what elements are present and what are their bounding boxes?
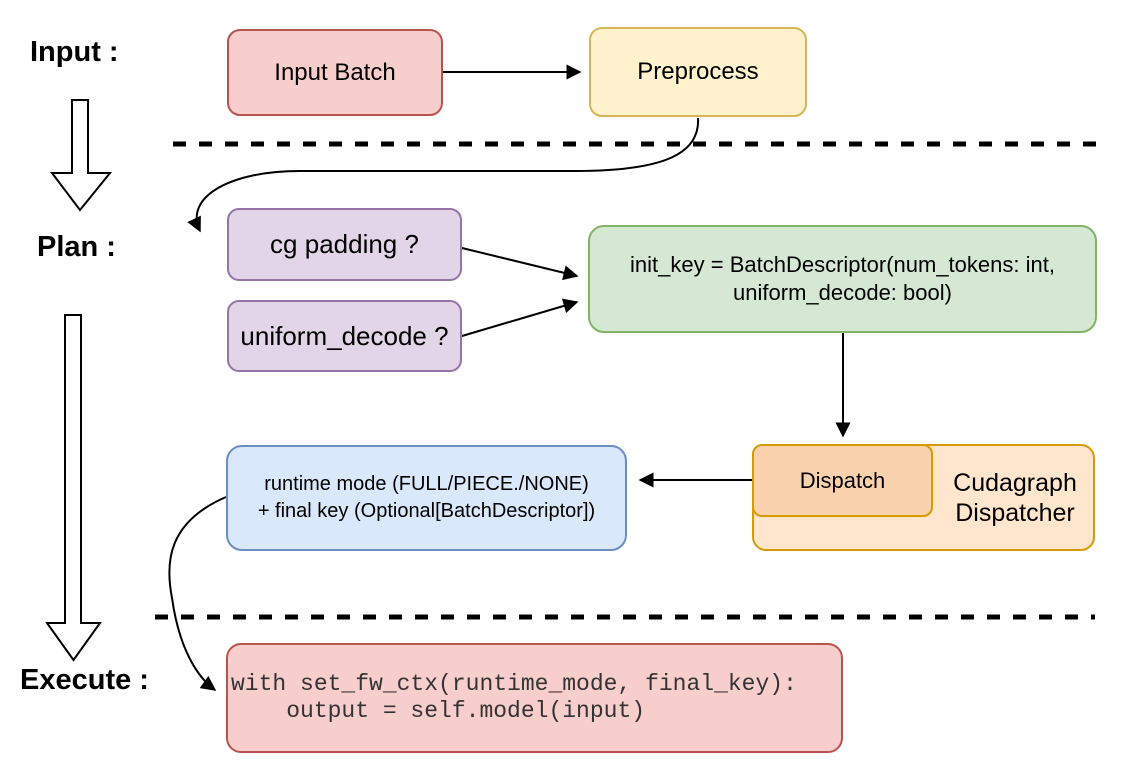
node-preprocess-label: Preprocess bbox=[637, 58, 759, 85]
node-input-batch: Input Batch bbox=[227, 29, 443, 116]
arrow-uniformdecode-to-initkey bbox=[461, 298, 579, 337]
node-preprocess: Preprocess bbox=[589, 27, 807, 117]
node-cg-padding: cg padding ? bbox=[227, 208, 462, 281]
execute-code-line2: output = self.model(input) bbox=[231, 698, 646, 724]
node-init-key-line2: uniform_decode: bool) bbox=[733, 280, 952, 305]
node-init-key: init_key = BatchDescriptor(num_tokens: i… bbox=[588, 225, 1097, 333]
node-input-batch-label: Input Batch bbox=[274, 58, 396, 86]
node-cudagraph-dispatcher-label: Cudagraph Dispatcher bbox=[937, 446, 1093, 549]
node-uniform-decode-label: uniform_decode ? bbox=[240, 320, 449, 351]
hollow-arrow-plan-to-execute bbox=[45, 314, 102, 662]
execute-code-line1: with set_fw_ctx(runtime_mode, final_key)… bbox=[231, 671, 797, 697]
arrow-cgpadding-to-initkey bbox=[461, 247, 579, 281]
stage-label-execute: Execute : bbox=[20, 664, 149, 696]
stage-label-plan: Plan : bbox=[37, 231, 116, 263]
node-runtime-mode-line1: runtime mode (FULL/PIECE./NONE) bbox=[264, 473, 589, 495]
node-dispatch-label: Dispatch bbox=[799, 467, 886, 493]
node-dispatch: Dispatch bbox=[752, 444, 933, 517]
node-runtime-mode: runtime mode (FULL/PIECE./NONE) + final … bbox=[226, 445, 627, 551]
node-uniform-decode: uniform_decode ? bbox=[227, 300, 462, 372]
node-init-key-line1: init_key = BatchDescriptor(num_tokens: i… bbox=[630, 252, 1055, 277]
node-execute-code: with set_fw_ctx(runtime_mode, final_key)… bbox=[226, 643, 843, 753]
curve-runtimemode-to-executecode bbox=[168, 496, 227, 691]
cudagraph-dispatcher-line2: Dispatcher bbox=[955, 498, 1075, 527]
hollow-arrow-input-to-plan bbox=[49, 99, 113, 212]
cudagraph-dispatcher-line1: Cudagraph bbox=[953, 468, 1077, 497]
node-runtime-mode-line2: + final key (Optional[BatchDescriptor]) bbox=[257, 500, 596, 522]
node-cg-padding-label: cg padding ? bbox=[270, 229, 419, 260]
stage-label-input: Input : bbox=[30, 36, 119, 68]
